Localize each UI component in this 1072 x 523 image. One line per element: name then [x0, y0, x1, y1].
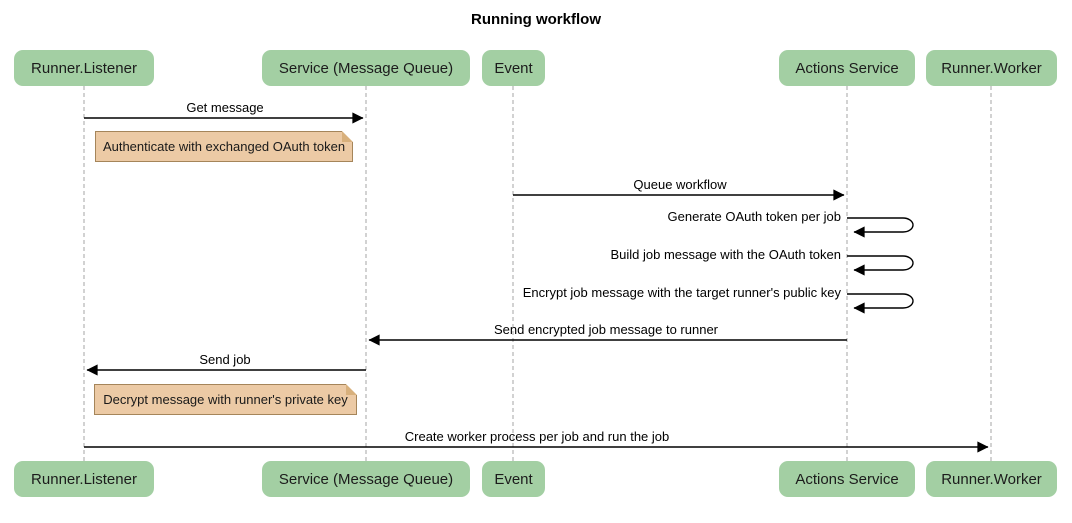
actor-bottom-service-message-queue: Service (Message Queue)	[262, 461, 470, 497]
actor-top-service-message-queue: Service (Message Queue)	[262, 50, 470, 86]
message-label-queue-workflow: Queue workflow	[633, 177, 727, 192]
actor-bottom-runner-worker: Runner.Worker	[926, 461, 1057, 497]
self-loop-generate-oauth-token	[847, 217, 914, 238]
message-label-get-message: Get message	[186, 100, 264, 115]
actor-bottom-event: Event	[482, 461, 545, 497]
actor-top-runner-worker: Runner.Worker	[926, 50, 1057, 86]
actor-bottom-runner-listener: Runner.Listener	[14, 461, 154, 497]
message-label-send-encrypted-job-message: Send encrypted job message to runner	[493, 322, 719, 337]
note-authenticate-oauth: Authenticate with exchanged OAuth token	[95, 131, 353, 162]
self-loop-build-job-message	[847, 255, 914, 276]
message-label-encrypt-job-message: Encrypt job message with the target runn…	[522, 285, 841, 300]
self-loop-encrypt-job-message	[847, 293, 914, 314]
message-label-generate-oauth-token: Generate OAuth token per job	[667, 209, 841, 224]
actor-top-actions-service: Actions Service	[779, 50, 915, 86]
message-label-send-job: Send job	[199, 352, 251, 367]
diagram-title: Running workflow	[471, 11, 601, 28]
actor-top-event: Event	[482, 50, 545, 86]
message-label-create-worker-process: Create worker process per job and run th…	[404, 429, 670, 444]
actor-bottom-actions-service: Actions Service	[779, 461, 915, 497]
actor-top-runner-listener: Runner.Listener	[14, 50, 154, 86]
note-decrypt-message: Decrypt message with runner's private ke…	[94, 384, 357, 415]
message-label-build-job-message: Build job message with the OAuth token	[610, 247, 841, 262]
